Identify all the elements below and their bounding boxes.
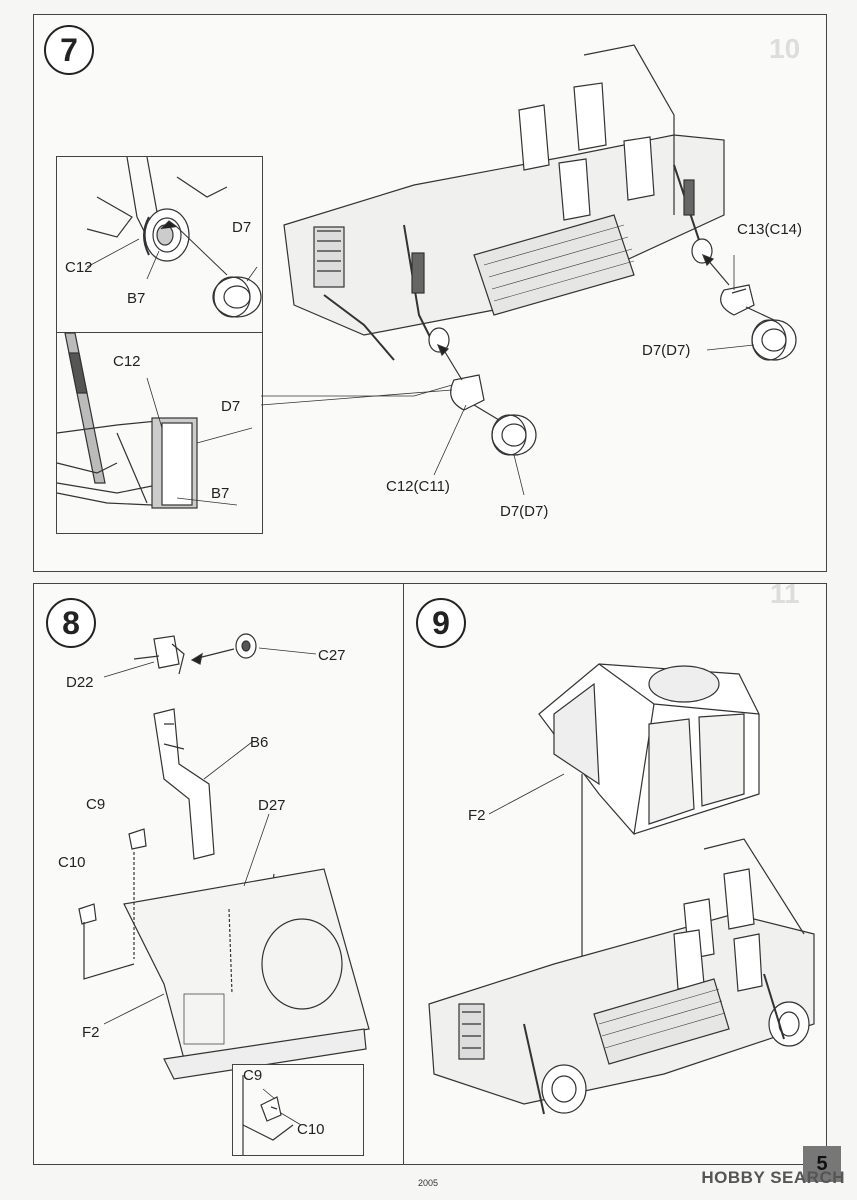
wheel-hub-inset-drawing	[86, 156, 262, 318]
label-d7-upper: D7	[232, 219, 252, 236]
step-7-inset-lower: C12 D7 B7	[56, 332, 263, 534]
label-c9: C9	[86, 796, 106, 813]
cab-assembly-drawing-step9	[428, 663, 815, 1115]
step-9-panel: 11 9	[403, 578, 827, 1165]
watermark: HOBBY SEARCH	[701, 1168, 845, 1187]
ghost-step-11: 11	[770, 578, 800, 609]
label-c12-upper: C12	[65, 259, 93, 276]
label-f2-step8: F2	[82, 1024, 100, 1041]
armor-panel-drawing-step8	[78, 633, 370, 1080]
ghost-step-10: 10	[769, 33, 801, 64]
chassis-drawing-step7	[260, 44, 797, 496]
step-7-panel: 10 7 C12 B7 D7	[33, 14, 827, 572]
step-8-inset: C9 C10	[232, 1064, 364, 1156]
label-b7-upper: B7	[127, 290, 146, 307]
label-d7-lower: D7	[221, 398, 241, 415]
label-c13-c14: C13(C14)	[737, 221, 803, 238]
latch-inset-drawing	[242, 1075, 302, 1155]
label-c10: C10	[58, 854, 86, 871]
label-d7-d7-right: D7(D7)	[642, 342, 691, 359]
label-c9-inset: C9	[243, 1067, 263, 1084]
step-7-badge: 7	[44, 25, 94, 75]
label-d7-d7-bottom: D7(D7)	[500, 503, 549, 520]
label-c12-lower: C12	[113, 353, 141, 370]
label-f2-step9: F2	[468, 807, 486, 824]
step-7-inset-upper: C12 B7 D7	[56, 156, 263, 334]
step-9-badge: 9	[416, 598, 466, 648]
label-d27: D27	[258, 797, 286, 814]
label-c10-inset: C10	[297, 1121, 325, 1138]
step-8-panel: 8	[33, 583, 405, 1165]
page-number: 5	[803, 1146, 841, 1182]
print-code: 2005	[418, 1178, 439, 1188]
label-b6: B6	[250, 734, 269, 751]
step-8-badge: 8	[46, 598, 96, 648]
suspension-inset-drawing	[56, 332, 253, 509]
label-c27: C27	[318, 647, 346, 664]
label-c12-c11: C12(C11)	[386, 478, 450, 495]
label-d22: D22	[66, 674, 94, 691]
label-b7-lower: B7	[211, 485, 230, 502]
